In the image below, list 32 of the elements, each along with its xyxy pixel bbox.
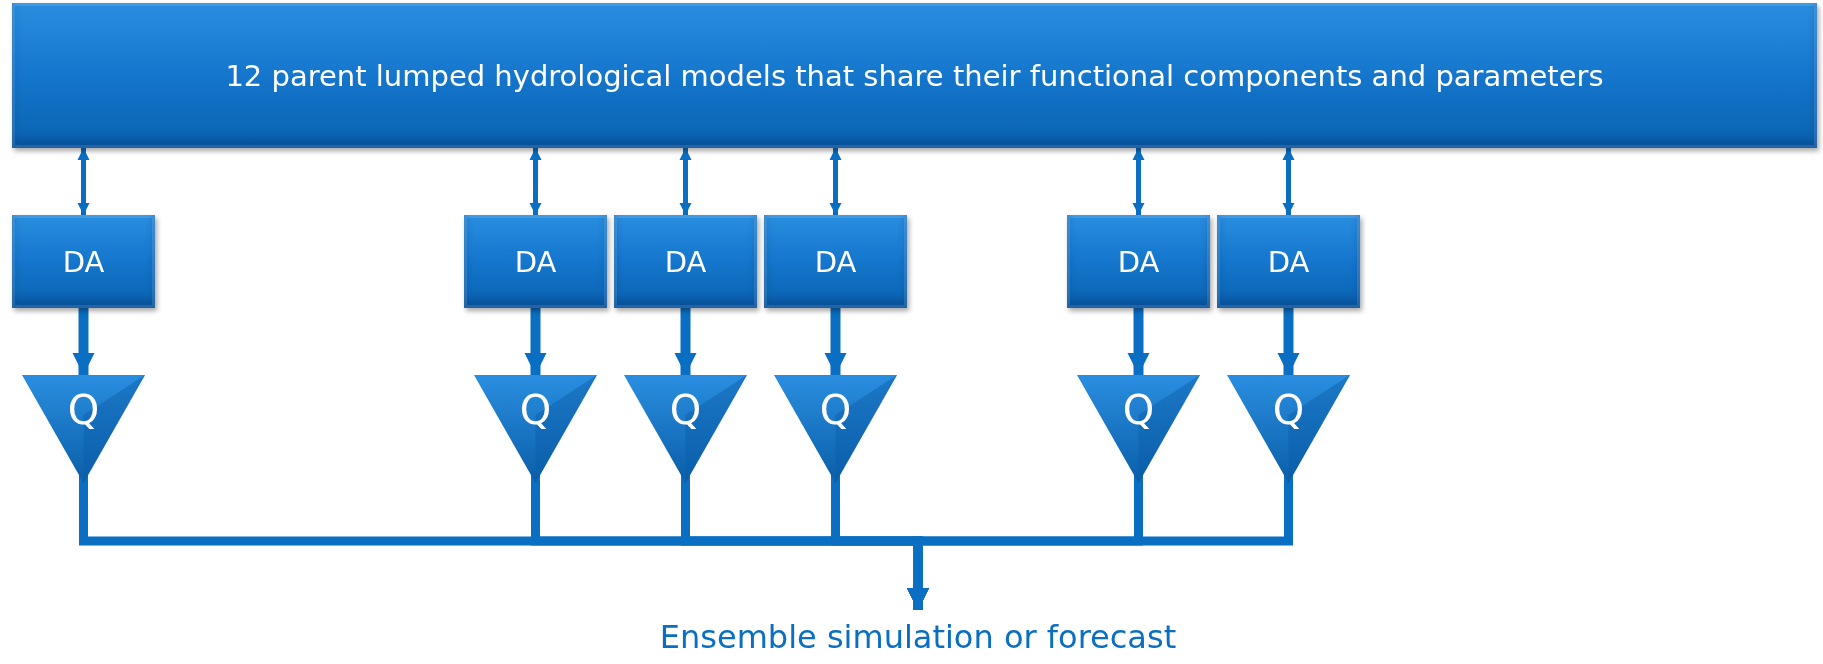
arrow <box>1132 148 1145 215</box>
arrow <box>1282 148 1295 215</box>
process-box: DA <box>1067 215 1210 308</box>
process-box: DA <box>464 215 607 308</box>
process-box: DA <box>1217 215 1360 308</box>
triangle-node <box>474 375 597 483</box>
process-box: DA <box>614 215 757 308</box>
arrow <box>77 148 90 215</box>
model-banner: 12 parent lumped hydrological models that share their functional components and parameters <box>12 3 1817 148</box>
triangle-node <box>1077 375 1200 483</box>
triangle-node <box>1227 375 1350 483</box>
node-label: Q <box>818 387 853 433</box>
process-box: DA <box>12 215 155 308</box>
arrow <box>824 308 847 375</box>
node-label: Q <box>66 387 101 433</box>
arrow <box>1127 308 1150 375</box>
arrow <box>72 308 95 375</box>
arrow <box>1277 308 1300 375</box>
arrow <box>529 148 542 215</box>
node-label: Q <box>668 387 703 433</box>
triangle-node <box>774 375 897 483</box>
node-label: Q <box>518 387 553 433</box>
node-label: Q <box>1271 387 1306 433</box>
arrow <box>674 308 697 375</box>
process-box: DA <box>764 215 907 308</box>
arrow <box>679 148 692 215</box>
arrow <box>829 148 842 215</box>
arrow <box>524 308 547 375</box>
triangle-node <box>22 375 145 483</box>
output-label: Ensemble simulation or forecast <box>568 614 1268 660</box>
triangle-node <box>624 375 747 483</box>
node-label: Q <box>1121 387 1156 433</box>
